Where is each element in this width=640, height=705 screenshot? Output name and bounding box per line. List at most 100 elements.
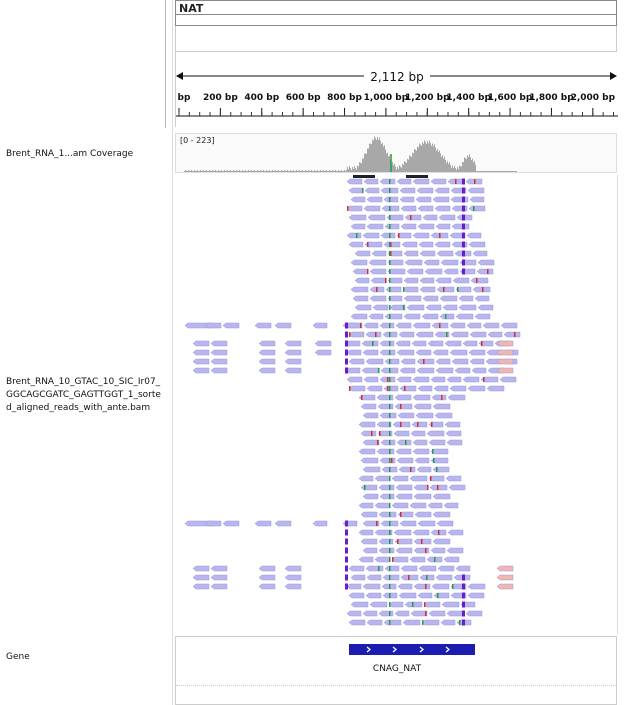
read	[312, 322, 328, 329]
read	[354, 304, 372, 311]
mismatch	[389, 539, 391, 544]
read	[379, 493, 395, 500]
read	[395, 493, 413, 500]
read	[432, 466, 450, 473]
read	[365, 358, 384, 365]
coverage-bar	[312, 171, 313, 172]
mismatch	[457, 287, 459, 292]
coverage-bar	[476, 171, 477, 172]
coverage-bar	[408, 159, 409, 172]
mismatch	[400, 512, 402, 517]
read	[192, 583, 210, 590]
coverage-bar	[297, 171, 298, 172]
read	[258, 583, 276, 590]
read	[367, 214, 386, 221]
mismatch	[483, 377, 485, 382]
coverage-bar	[188, 170, 189, 172]
coverage-bar	[495, 171, 496, 172]
ruler-tick-label: 1,200 bp	[405, 93, 450, 103]
coverage-bar	[381, 144, 382, 172]
name-panel-divider[interactable]	[165, 0, 166, 128]
coverage-bar	[236, 170, 237, 172]
read	[284, 340, 302, 347]
mismatch	[400, 404, 402, 409]
mismatch	[389, 368, 391, 373]
coverage-bar	[317, 170, 318, 172]
coverage-bar	[243, 171, 244, 172]
coverage-bar	[362, 158, 363, 172]
read	[412, 394, 431, 401]
read	[210, 349, 228, 356]
coverage-bar	[283, 171, 284, 172]
coverage-bar	[281, 170, 282, 172]
mismatch	[389, 251, 391, 256]
read	[476, 268, 494, 275]
insertion	[345, 520, 348, 527]
coverage-bar	[396, 169, 397, 172]
read	[416, 358, 435, 365]
chromosome-ideogram[interactable]	[175, 15, 617, 26]
coverage-bar	[456, 170, 457, 172]
coverage-bar	[432, 143, 433, 172]
mismatch	[389, 575, 391, 580]
insertion	[462, 592, 465, 599]
coverage-bar	[417, 146, 418, 172]
coverage-bar	[380, 140, 381, 172]
read	[378, 484, 395, 491]
read	[391, 556, 409, 563]
coverage-bar	[285, 171, 286, 172]
read	[387, 295, 403, 302]
read	[435, 277, 452, 284]
read	[363, 376, 379, 383]
coverage-bar	[263, 170, 264, 172]
alignment-track[interactable]	[175, 175, 618, 634]
insertion	[462, 178, 465, 185]
coverage-bar	[186, 171, 187, 172]
read	[399, 385, 417, 392]
mismatch	[376, 521, 378, 526]
coverage-track[interactable]: [0 - 223]	[175, 133, 617, 173]
coverage-bar	[402, 163, 403, 172]
coverage-bar	[316, 171, 317, 172]
read	[393, 430, 410, 437]
read	[445, 475, 462, 482]
read	[403, 277, 419, 284]
read	[192, 367, 210, 374]
coverage-bar	[293, 170, 294, 172]
coverage-bar	[202, 171, 203, 172]
read	[500, 322, 518, 329]
coverage-bar	[459, 165, 460, 172]
coverage-bar	[481, 171, 482, 172]
mismatch	[432, 449, 434, 454]
coverage-track-name[interactable]: Brent_RNA_1...am Coverage	[6, 149, 134, 159]
read	[386, 214, 404, 221]
read	[274, 520, 292, 527]
read	[445, 430, 462, 437]
read	[366, 385, 383, 392]
read	[465, 610, 483, 617]
ruler-tick-label: bp	[177, 93, 191, 103]
alignment-track-name[interactable]: Brent_RNA_10_GTAC_10_SIC_Ir07_GGCAGCGATC…	[6, 377, 161, 413]
coverage-bar	[504, 171, 505, 172]
locus-name-box[interactable]: NAT	[175, 0, 617, 15]
mismatch	[389, 440, 391, 445]
read	[496, 349, 514, 356]
read	[406, 268, 424, 275]
mismatch	[389, 602, 391, 607]
coverage-bar	[387, 152, 388, 172]
gene-track[interactable]: CNAG_NAT	[175, 636, 617, 705]
read	[413, 583, 431, 590]
gene-feature[interactable]	[176, 641, 616, 666]
read	[444, 421, 461, 428]
coverage-bar	[410, 156, 411, 172]
read	[204, 520, 222, 527]
read	[394, 610, 410, 617]
read	[192, 565, 210, 572]
read	[462, 376, 480, 383]
coverage-bar	[228, 171, 229, 172]
mismatch	[389, 350, 391, 355]
read	[284, 367, 302, 374]
name-panel-divider-lower[interactable]	[172, 0, 173, 705]
gene-track-name[interactable]: Gene	[6, 652, 30, 662]
